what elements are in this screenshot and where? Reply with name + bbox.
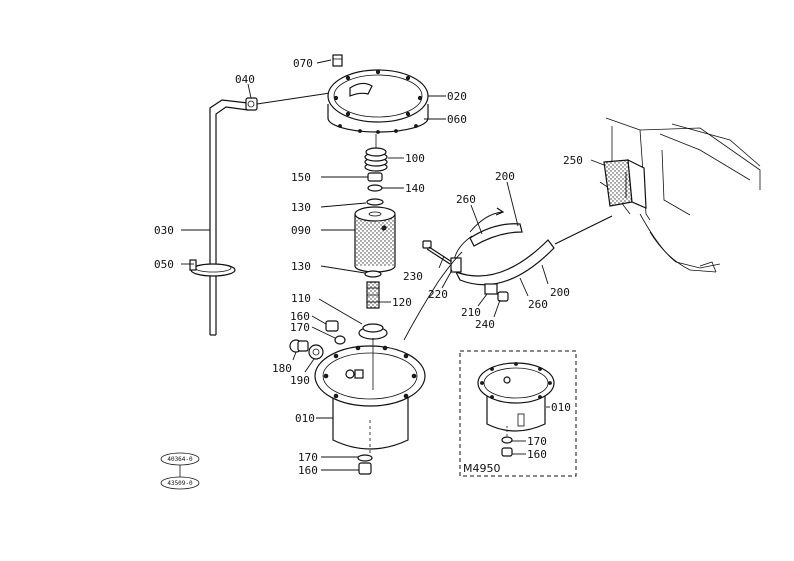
drain-washer-170 bbox=[357, 454, 373, 462]
label-200-upper: 200 bbox=[495, 170, 515, 183]
label-170-side: 170 bbox=[290, 321, 310, 334]
filler-pipe bbox=[209, 99, 249, 336]
reference-code-ovals: 40364-0 43509-0 bbox=[160, 452, 200, 490]
label-030: 030 bbox=[154, 224, 174, 237]
tank-strap-band bbox=[453, 215, 613, 286]
ref-code-2: 43509-0 bbox=[167, 480, 193, 487]
pipe-elbow-fitting bbox=[245, 92, 331, 111]
washer-140 bbox=[367, 184, 383, 192]
nut-150 bbox=[367, 172, 383, 182]
nut-240 bbox=[497, 291, 509, 302]
label-250: 250 bbox=[563, 154, 583, 167]
label-160-variant: 160 bbox=[527, 448, 547, 461]
label-200-lower: 200 bbox=[550, 286, 570, 299]
strainer-seat-110 bbox=[358, 323, 388, 340]
label-170-drain: 170 bbox=[298, 451, 318, 464]
label-180: 180 bbox=[272, 362, 292, 375]
label-010-variant: 010 bbox=[551, 401, 571, 414]
label-070: 070 bbox=[293, 57, 313, 70]
pipe-clamp bbox=[189, 259, 236, 277]
leader-lines bbox=[181, 59, 605, 471]
fuel-tank-main bbox=[314, 338, 426, 460]
label-100: 100 bbox=[405, 152, 425, 165]
label-020: 020 bbox=[447, 90, 467, 103]
variant-box bbox=[459, 350, 577, 477]
label-190: 190 bbox=[290, 374, 310, 387]
label-210: 210 bbox=[461, 306, 481, 319]
pipe-120 bbox=[366, 281, 380, 309]
strap-mount-line bbox=[403, 251, 463, 341]
drain-plug-160 bbox=[358, 462, 372, 475]
mounting-bracket-250 bbox=[603, 158, 647, 209]
label-060: 060 bbox=[447, 113, 467, 126]
label-110: 110 bbox=[291, 292, 311, 305]
label-050: 050 bbox=[154, 258, 174, 271]
ref-code-1: 40364-0 bbox=[167, 456, 193, 463]
label-220: 220 bbox=[428, 288, 448, 301]
bracket-210 bbox=[484, 283, 498, 295]
label-130-upper: 130 bbox=[291, 201, 311, 214]
tank-cover bbox=[327, 69, 429, 134]
band-arrow bbox=[469, 207, 505, 233]
bracket-220 bbox=[450, 257, 462, 273]
label-260-lower: 260 bbox=[528, 298, 548, 311]
bolt-230 bbox=[422, 240, 453, 265]
gasket-190 bbox=[308, 344, 324, 360]
label-160-side: 160 bbox=[290, 310, 310, 323]
frame-bracket bbox=[599, 117, 761, 273]
part-labels: 070 040 020 060 100 150 140 130 030 090 … bbox=[154, 57, 583, 477]
fuel-filter bbox=[354, 206, 396, 273]
label-170-variant: 170 bbox=[527, 435, 547, 448]
label-040: 040 bbox=[235, 73, 255, 86]
fitting-180 bbox=[289, 339, 309, 353]
label-010-main: 010 bbox=[295, 412, 315, 425]
label-260-upper: 260 bbox=[456, 193, 476, 206]
label-140: 140 bbox=[405, 182, 425, 195]
side-plug-160 bbox=[325, 320, 339, 332]
variant-box-label: M4950 bbox=[463, 462, 501, 475]
side-washer-170 bbox=[334, 335, 346, 345]
label-240: 240 bbox=[475, 318, 495, 331]
spring bbox=[364, 134, 388, 172]
washer-130-upper bbox=[366, 198, 384, 206]
label-090: 090 bbox=[291, 224, 311, 237]
washer-130-lower bbox=[364, 270, 382, 278]
label-120: 120 bbox=[392, 296, 412, 309]
label-130-lower: 130 bbox=[291, 260, 311, 273]
label-230: 230 bbox=[403, 270, 423, 283]
cap-screw bbox=[332, 54, 343, 67]
label-160-drain: 160 bbox=[298, 464, 318, 477]
label-150: 150 bbox=[291, 171, 311, 184]
